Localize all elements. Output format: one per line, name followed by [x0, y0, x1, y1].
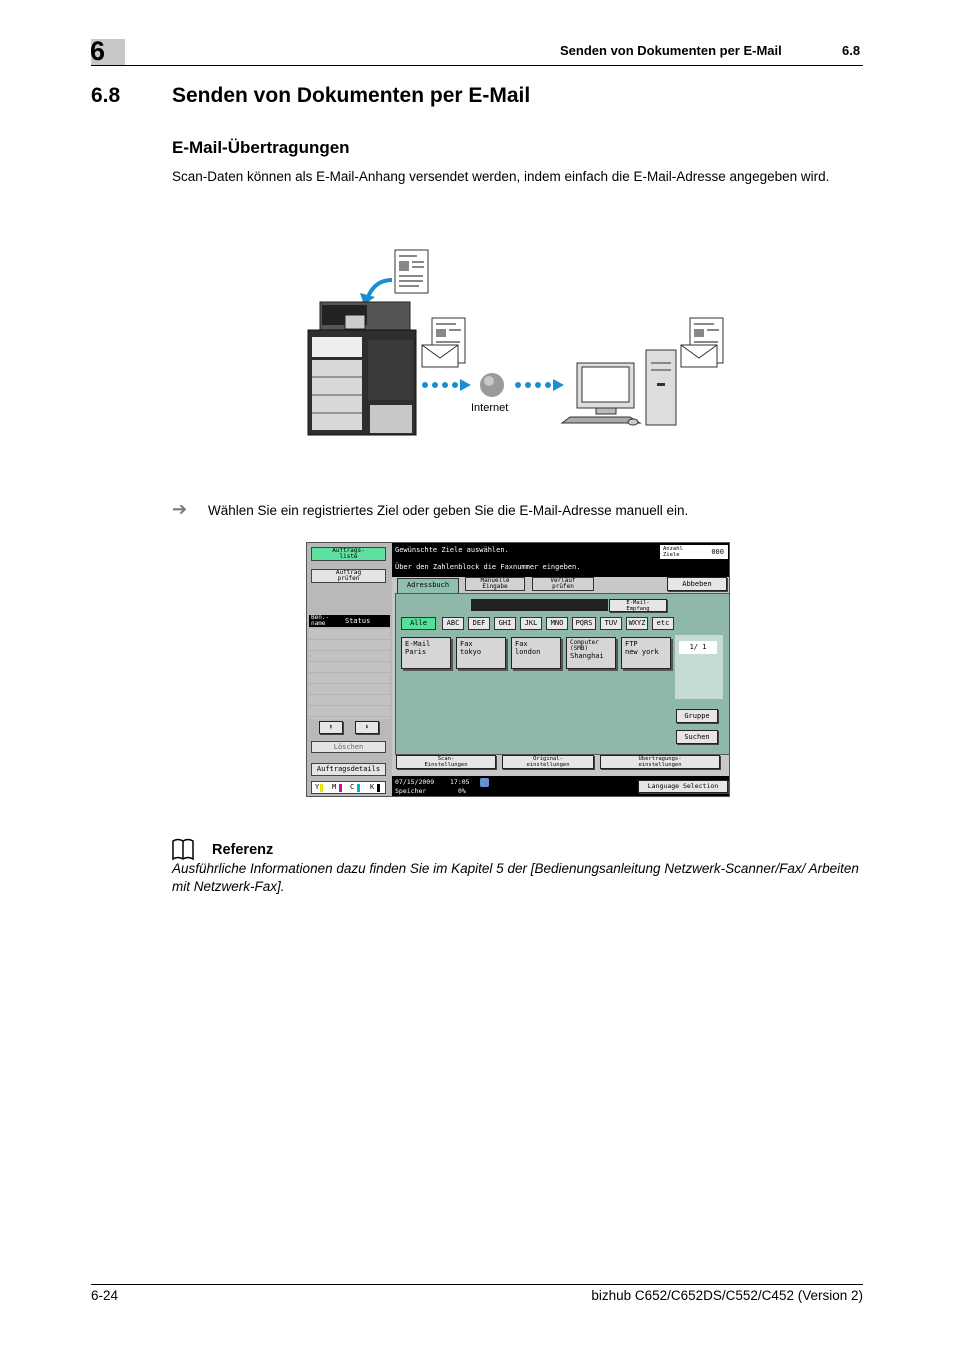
destination-shanghai[interactable]: Computer (SMB)Shanghai — [566, 637, 616, 669]
destination-type: Fax — [515, 640, 528, 648]
destination-name: tokyo — [460, 648, 482, 656]
destination-type: Computer (SMB) — [570, 639, 599, 652]
col-status: Status — [345, 617, 371, 625]
delete-button[interactable]: Löschen — [311, 741, 386, 753]
group-button[interactable]: Gruppe — [676, 709, 718, 723]
internet-label: Internet — [471, 402, 509, 414]
count-label: Anzahl Ziele — [663, 546, 683, 558]
col-user-name: Ben.- name — [311, 614, 330, 627]
message-bar: Gewünschte Ziele auswählen. Über den Zah… — [392, 543, 729, 577]
index-def[interactable]: DEF — [468, 617, 490, 630]
computer-icon — [560, 349, 677, 426]
original-settings-button[interactable]: Original- einstellungen — [502, 755, 594, 769]
prompt-select: Gewünschte Ziele auswählen. — [395, 546, 509, 554]
received-email-icon — [680, 317, 724, 368]
transfer-arrow-left — [422, 379, 471, 391]
search-field[interactable] — [471, 599, 608, 611]
prompt-keypad: Über den Zahlenblock die Faxnummer einge… — [395, 563, 581, 571]
count-value: 000 — [711, 548, 724, 556]
destination-name: new york — [625, 648, 659, 656]
index-ghi[interactable]: GHI — [494, 617, 516, 630]
transfer-arrow-right — [515, 379, 564, 391]
destination-type: FTP — [625, 640, 638, 648]
arrow-up-icon: ⬆ — [328, 723, 334, 731]
reference-text: Ausführliche Informationen dazu finden S… — [172, 861, 859, 894]
step-arrow-icon: ➔ — [172, 499, 188, 519]
job-details-button[interactable]: Auftragsdetails — [311, 763, 386, 776]
section-title: Senden von Dokumenten per E-Mail — [172, 84, 531, 107]
reference-title: Referenz — [212, 842, 274, 858]
destination-count: Anzahl Ziele 000 — [660, 545, 728, 559]
status-bar: 07/15/2009 17:05 Speicher 0% Language Se… — [392, 776, 729, 796]
email-attachment-icon — [421, 317, 466, 368]
tab-check-history[interactable]: Verlauf prüfen — [532, 577, 594, 591]
transmission-settings-button[interactable]: Übertragungs- einstellungen — [600, 755, 720, 769]
reference-book-icon — [172, 838, 194, 861]
toner-m: M — [332, 783, 337, 791]
product-name: bizhub C652/C652DS/C552/C452 (Version 2) — [591, 1288, 863, 1303]
page-number: 6-24 — [91, 1288, 119, 1303]
job-list-button[interactable]: Auftrags- liste — [311, 547, 386, 561]
toner-c: C — [350, 783, 355, 791]
network-icon — [480, 778, 489, 787]
toner-k: K — [370, 783, 375, 791]
status-time: 17:05 — [450, 778, 470, 786]
tab-address-book[interactable]: Adressbuch — [397, 578, 459, 594]
destination-type: Fax — [460, 640, 473, 648]
tab-manual-input[interactable]: Manuelle Eingabe — [465, 577, 525, 591]
memory-label: Speicher — [395, 787, 427, 795]
intro-paragraph: Scan-Daten können als E-Mail-Anhang vers… — [172, 169, 830, 184]
index-pqrs[interactable]: PQRS — [572, 617, 596, 630]
cancel-button[interactable]: Abbeben — [667, 577, 727, 591]
mfp-printer-icon — [307, 301, 417, 436]
subsection-title: E-Mail-Übertragungen — [172, 138, 350, 157]
destination-name: london — [515, 648, 541, 656]
page-indicator: 1/ 1 — [679, 641, 717, 654]
job-table-header: Ben.- name Status — [309, 615, 390, 627]
email-transmission-diagram — [307, 249, 724, 436]
index-tuv[interactable]: TUV — [600, 617, 622, 630]
destination-type: E-Mail — [405, 640, 431, 648]
job-list — [309, 629, 390, 719]
section-number: 6.8 — [91, 84, 121, 107]
scroll-up-button[interactable]: ⬆ — [319, 721, 343, 734]
feed-arrow — [366, 278, 393, 298]
index-wxyz[interactable]: WXYZ — [626, 617, 648, 630]
internet-globe-icon — [480, 373, 504, 397]
language-selection-button[interactable]: Language Selection — [638, 780, 728, 793]
index-jkl[interactable]: JKL — [520, 617, 542, 630]
arrow-down-icon: ⬇ — [364, 723, 370, 731]
scroll-down-button[interactable]: ⬇ — [355, 721, 379, 734]
destination-name: Paris — [405, 648, 427, 656]
status-date: 07/15/2009 — [395, 778, 435, 786]
scan-settings-button[interactable]: Scan- Einstellungen — [396, 755, 496, 769]
toner-indicator: Y M C K — [311, 781, 386, 794]
check-job-button[interactable]: Auftrag prüfen — [311, 569, 386, 583]
memory-value: 0% — [458, 787, 466, 795]
index-etc[interactable]: etc — [652, 617, 674, 630]
chapter-number-box — [91, 39, 125, 65]
running-section-number: 6.8 — [842, 43, 861, 58]
footer-rule — [91, 1284, 863, 1285]
email-receive-button[interactable]: E-Mail- Empfang — [609, 599, 667, 612]
left-panel: Auftrags- liste Auftrag prüfen Ben.- nam… — [307, 543, 392, 796]
toner-y: Y — [315, 783, 320, 791]
header-rule — [91, 65, 863, 66]
destination-name: Shanghai — [570, 652, 604, 660]
search-button[interactable]: Suchen — [676, 730, 718, 744]
index-abc[interactable]: ABC — [442, 617, 464, 630]
step-instruction: Wählen Sie ein registriertes Ziel oder g… — [208, 503, 689, 518]
running-title: Senden von Dokumenten per E-Mail — [560, 43, 782, 58]
document-icon — [394, 249, 429, 294]
control-panel-screen: Auftrags- liste Auftrag prüfen Ben.- nam… — [306, 542, 730, 797]
index-mno[interactable]: MNO — [546, 617, 568, 630]
index-all[interactable]: Alle — [401, 617, 436, 630]
chapter-number: 6 — [90, 36, 106, 66]
